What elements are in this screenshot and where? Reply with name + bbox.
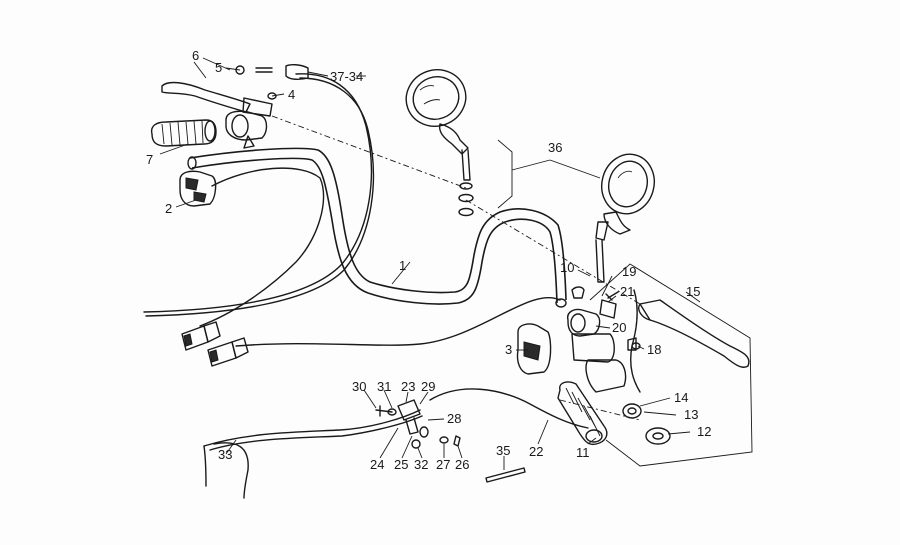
right-mirror bbox=[595, 153, 655, 283]
callout-27: 27 bbox=[436, 457, 450, 472]
callout-14: 14 bbox=[674, 390, 688, 405]
callout-13: 13 bbox=[684, 407, 698, 422]
callout-28: 28 bbox=[447, 411, 461, 426]
callout-32: 32 bbox=[414, 457, 428, 472]
handlebar bbox=[187, 147, 567, 308]
small-hardware bbox=[235, 63, 641, 449]
callout-12: 12 bbox=[697, 424, 711, 439]
callout-33: 33 bbox=[218, 447, 232, 462]
right-throttle-assembly bbox=[567, 299, 627, 393]
callout-23: 23 bbox=[401, 379, 415, 394]
callout-24: 24 bbox=[370, 457, 384, 472]
callout-2: 2 bbox=[165, 201, 172, 216]
callout-6: 6 bbox=[192, 48, 199, 63]
callout-7: 7 bbox=[146, 152, 153, 167]
callout-29: 29 bbox=[421, 379, 435, 394]
callout-18: 18 bbox=[647, 342, 661, 357]
clutch-lever-bracket bbox=[225, 110, 268, 149]
left-mirror bbox=[405, 69, 474, 217]
callout-10: 10 bbox=[560, 260, 574, 275]
callout-31: 31 bbox=[377, 379, 391, 394]
right-switch-unit bbox=[516, 323, 552, 375]
callout-26: 26 bbox=[455, 457, 469, 472]
callout-3: 3 bbox=[505, 342, 512, 357]
right-grip bbox=[557, 381, 608, 446]
callout-20: 20 bbox=[612, 320, 626, 335]
assembly-axis-lines bbox=[271, 115, 641, 421]
callout-11: 11 bbox=[576, 445, 590, 460]
right-brake-lever bbox=[638, 299, 750, 368]
callout-19: 19 bbox=[622, 264, 636, 279]
group-brackets bbox=[497, 139, 753, 467]
callout-22: 22 bbox=[529, 444, 543, 459]
callout-37-34: 37-34 bbox=[330, 69, 363, 84]
left-switch-unit bbox=[179, 170, 217, 207]
callout-4: 4 bbox=[288, 87, 295, 102]
callout-25: 25 bbox=[394, 457, 408, 472]
callout-36: 36 bbox=[548, 140, 562, 155]
callout-labels: 1 2 3 4 5 6 7 10 11 12 13 14 15 18 19 20… bbox=[146, 48, 711, 472]
callout-5: 5 bbox=[215, 60, 222, 75]
left-grip bbox=[150, 119, 217, 147]
left-clutch-lever bbox=[161, 81, 273, 117]
leader-lines bbox=[159, 57, 701, 470]
callout-21: 21 bbox=[620, 284, 634, 299]
callout-35: 35 bbox=[496, 443, 510, 458]
callout-1: 1 bbox=[399, 258, 406, 273]
callout-30: 30 bbox=[352, 379, 366, 394]
wire-connectors bbox=[181, 321, 249, 367]
callout-15: 15 bbox=[686, 284, 700, 299]
cables bbox=[143, 73, 641, 499]
